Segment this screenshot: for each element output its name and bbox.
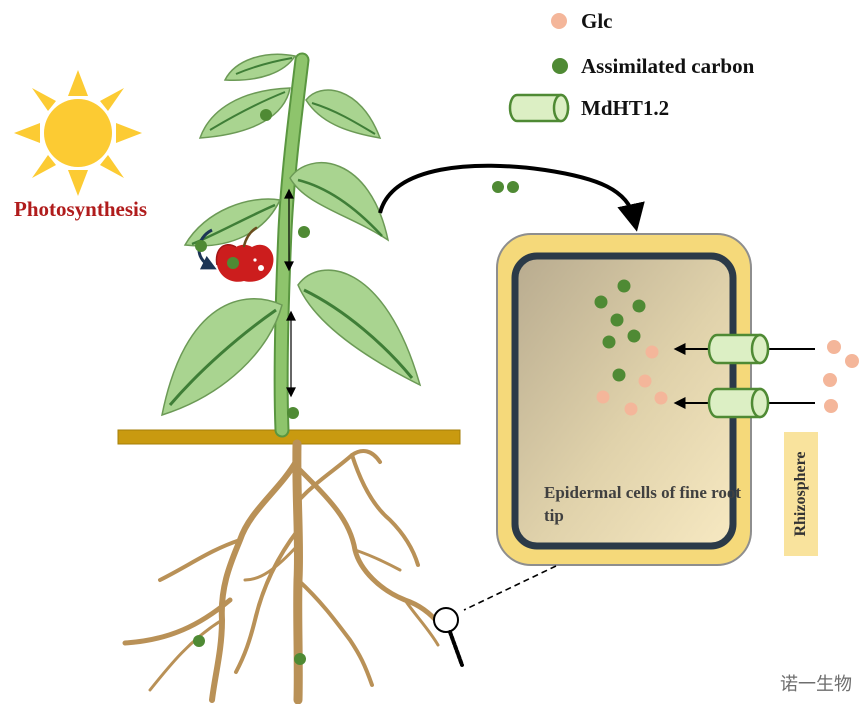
leaf-upper-left <box>198 87 291 139</box>
legend-glc-swatch <box>551 13 567 29</box>
zoom-dashed-line <box>463 565 557 611</box>
mdht12-transporter <box>673 387 815 419</box>
leaf-top <box>223 53 297 81</box>
stem <box>275 54 308 436</box>
leaves <box>161 53 422 417</box>
legend-carbon-label: Assimilated carbon <box>581 54 755 78</box>
watermark: 诺一生物 <box>780 674 852 695</box>
root-system <box>122 439 443 704</box>
apple-icon <box>215 226 274 282</box>
leaf-upper-right <box>305 89 382 139</box>
transport-carbon-dot <box>507 181 519 193</box>
rhizosphere-label: Rhizosphere <box>792 451 809 537</box>
magnifier-icon <box>433 607 464 667</box>
leaf-mid-left <box>183 198 282 247</box>
transport-carbon-dot <box>492 181 504 193</box>
leaf-lower-right <box>297 269 422 387</box>
leaf-lower-left <box>161 298 283 417</box>
rhizosphere-box <box>784 432 818 556</box>
epidermal-cell-label: Epidermal cells of fine root tip <box>544 483 742 525</box>
photosynthesis-label: Photosynthesis <box>14 197 148 221</box>
sun-icon <box>14 70 142 196</box>
cell-carbon-dots <box>594 279 646 382</box>
epidermal-cell <box>496 233 752 566</box>
legend-carbon-swatch <box>552 58 568 74</box>
carbon-transport-arrow <box>378 163 645 232</box>
legend-glc-label: Glc <box>581 9 613 33</box>
plant-carbon-dots <box>193 109 310 665</box>
cell-glucose-dots <box>596 345 668 416</box>
legend-transporter-swatch <box>508 93 570 123</box>
legend-transporter-label: MdHT1.2 <box>581 96 670 120</box>
leaf-mid-right <box>289 162 390 242</box>
stem-transport-arrows <box>284 188 296 398</box>
rhizosphere-glucose-dots <box>823 340 859 413</box>
mdht12-transporter <box>673 333 815 365</box>
